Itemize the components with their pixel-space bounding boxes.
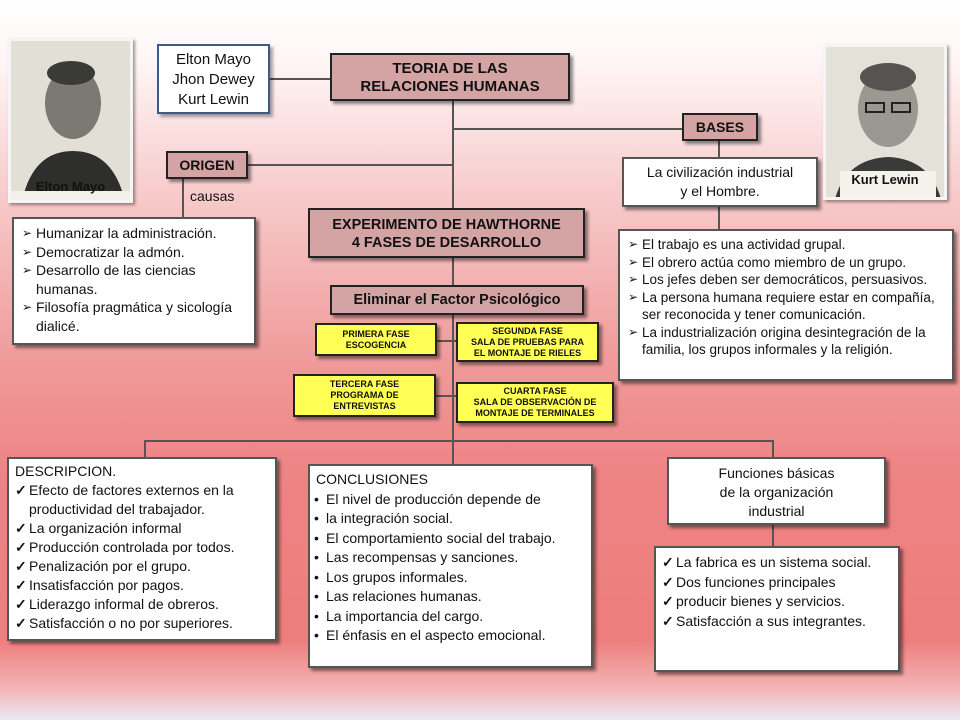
list-item: La organización informal [15, 519, 271, 538]
list-item: Democratizar la admón. [22, 243, 250, 262]
connector [436, 395, 456, 397]
conclusiones-box: CONCLUSIONES El nivel de producción depe… [308, 464, 593, 668]
connector [452, 128, 682, 130]
bases-list: El trabajo es una actividad grupal. El o… [618, 229, 954, 381]
list-item: El énfasis en el aspecto emocional. [312, 626, 587, 646]
list-item: Liderazgo informal de obreros. [15, 595, 271, 614]
fase-tercera: TERCERA FASE PROGRAMA DE ENTREVISTAS [293, 374, 436, 417]
descripcion-title: DESCRIPCION. [15, 463, 117, 479]
origen-items: Humanizar la administración. Democratiza… [22, 224, 250, 335]
conclusiones-items: El nivel de producción depende de la int… [312, 490, 587, 646]
list-item: La industrialización origina desintegrac… [628, 324, 948, 359]
bases-label: BASES [682, 113, 758, 141]
funciones-items: La fabrica es un sistema social. Dos fun… [662, 553, 894, 631]
list-item: Insatisfacción por pagos. [15, 576, 271, 595]
connector [182, 178, 184, 218]
authors-box: Elton Mayo Jhon Dewey Kurt Lewin [157, 44, 270, 114]
descripcion-items: Efecto de factores externos en la produc… [15, 481, 271, 633]
connector [268, 78, 332, 80]
connector [248, 164, 452, 166]
list-item: Los grupos informales. [312, 568, 587, 588]
fase-segunda: SEGUNDA FASE SALA DE PRUEBAS PARA EL MON… [456, 322, 599, 362]
bases-items: El trabajo es una actividad grupal. El o… [628, 236, 948, 359]
list-item: Efecto de factores externos en la produc… [15, 481, 271, 519]
connector [452, 440, 454, 464]
fase-cuarta: CUARTA FASE SALA DE OBSERVACIÓN DE MONTA… [456, 382, 614, 423]
photo-kurt-lewin: Kurt Lewin [823, 44, 947, 200]
list-item: La importancia del cargo. [312, 607, 587, 627]
connector [772, 440, 774, 458]
bases-label-text: BASES [695, 119, 745, 135]
connector [436, 340, 456, 342]
photo-caption: Kurt Lewin [851, 172, 919, 187]
author-name: Elton Mayo [175, 51, 252, 68]
connector [144, 440, 146, 458]
list-item: Humanizar la administración. [22, 224, 250, 243]
list-item: Filosofía pragmática y sicología dialicé… [22, 298, 250, 335]
photo-caption: Elton Mayo [35, 179, 106, 194]
experimento-line: 4 FASES DE DESARROLLO [351, 235, 542, 251]
origen-label: ORIGEN [166, 151, 248, 179]
list-item: Los jefes deben ser democráticos, persua… [628, 271, 948, 289]
photo-elton-mayo: Elton Mayo [8, 38, 133, 203]
portrait-illustration [11, 41, 130, 200]
eliminar-text: Eliminar el Factor Psicológico [353, 292, 561, 308]
connector [144, 440, 774, 442]
page-title: TEORIA DE LAS RELACIONES HUMANAS [330, 53, 570, 101]
origen-label-text: ORIGEN [179, 157, 235, 173]
eliminar-box: Eliminar el Factor Psicológico [330, 285, 584, 315]
funciones-title: Funciones básicas de la organización ind… [667, 457, 886, 525]
list-item: Dos funciones principales [662, 573, 894, 593]
list-item: la integración social. [312, 509, 587, 529]
funciones-list: La fabrica es un sistema social. Dos fun… [654, 546, 900, 672]
bases-summary: La civilización industrial y el Hombre. [622, 157, 818, 207]
connector [452, 100, 454, 440]
experimento-box: EXPERIMENTO DE HAWTHORNE 4 FASES DE DESA… [308, 208, 585, 258]
list-item: Satisfacción o no por superiores. [15, 614, 271, 633]
list-item: Satisfacción a sus integrantes. [662, 612, 894, 632]
list-item: La fabrica es un sistema social. [662, 553, 894, 573]
origen-list: Humanizar la administración. Democratiza… [12, 217, 256, 345]
title-line: TEORIA DE LAS [392, 60, 508, 77]
author-name: Kurt Lewin [178, 91, 249, 108]
list-item: Las recompensas y sanciones. [312, 548, 587, 568]
descripcion-box: DESCRIPCION. Efecto de factores externos… [7, 457, 277, 641]
experimento-line: EXPERIMENTO DE HAWTHORNE [332, 217, 561, 233]
list-item: El trabajo es una actividad grupal. [628, 236, 948, 254]
causas-label: causas [190, 188, 235, 204]
fase-primera: PRIMERA FASE ESCOGENCIA [315, 323, 437, 356]
connector [772, 525, 774, 547]
connector [718, 200, 720, 230]
conclusiones-title: CONCLUSIONES [316, 471, 429, 487]
list-item: La persona humana requiere estar en comp… [628, 289, 948, 324]
list-item: El comportamiento social del trabajo. [312, 529, 587, 549]
list-item: El nivel de producción depende de [312, 490, 587, 510]
list-item: El obrero actúa como miembro de un grupo… [628, 254, 948, 272]
connector [718, 138, 720, 158]
author-name: Jhon Dewey [172, 71, 255, 88]
list-item: Las relaciones humanas. [312, 587, 587, 607]
list-item: Penalización por el grupo. [15, 557, 271, 576]
portrait-illustration [826, 47, 944, 197]
list-item: producir bienes y servicios. [662, 592, 894, 612]
list-item: Producción controlada por todos. [15, 538, 271, 557]
list-item: Desarrollo de las ciencias humanas. [22, 261, 250, 298]
title-line: RELACIONES HUMANAS [360, 78, 540, 95]
